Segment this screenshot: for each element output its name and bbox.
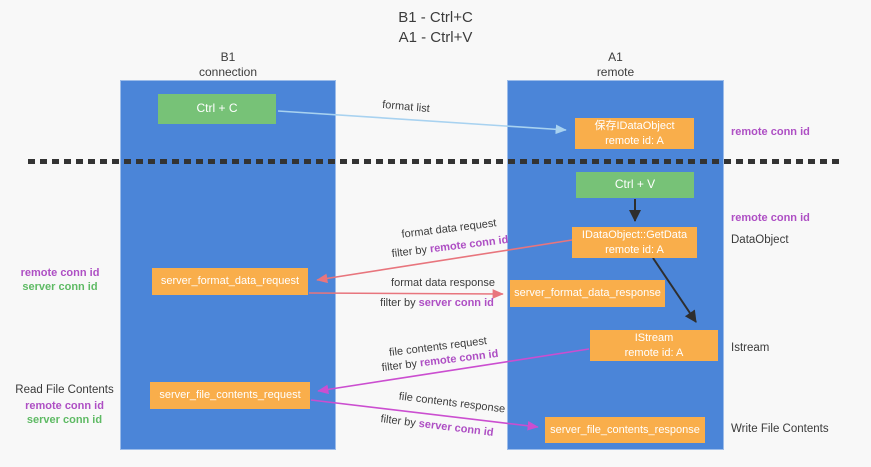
lane-header-b1: B1 connection [120, 50, 336, 80]
node-save-idataobject: 保存IDataObject remote id: A [575, 118, 694, 149]
node-ctrl-c: Ctrl + C [158, 94, 276, 124]
filter-by-text: filter by [391, 243, 428, 261]
diagram-title: B1 - Ctrl+C A1 - Ctrl+V [0, 8, 871, 49]
read-file-contents-label: Read File Contents [15, 384, 114, 396]
left-bottom-remote-conn-id: remote conn id [25, 400, 104, 412]
arrow-format-data-response [308, 289, 504, 299]
lane-a1-name: A1 [608, 50, 623, 64]
server-conn-id-text: server conn id [418, 297, 494, 309]
write-file-contents-label: Write File Contents [731, 423, 829, 435]
label-filter-by-server-conn-id-format: filter by server conn id [380, 297, 494, 309]
istream-label: Istream [731, 342, 770, 354]
node-server-format-data-response: server_format_data_response [510, 280, 665, 307]
lane-a1-role: remote [596, 65, 635, 79]
label-format-list: format list [381, 98, 431, 116]
remote-conn-id-text: remote conn id [429, 233, 509, 256]
label-filter-by-server-conn-id-file: filter by server conn id [380, 413, 494, 439]
node-ctrl-v-label: Ctrl + V [614, 177, 656, 192]
node-istream-line1: IStream [634, 332, 674, 345]
node-istream-line2: remote id: A [624, 346, 684, 359]
node-getdata-line2: remote id: A [605, 243, 664, 256]
lane-b1-name: B1 [220, 50, 236, 64]
left-server-conn-id: server conn id [22, 281, 98, 293]
filter-by-text: filter by [379, 413, 417, 430]
node-ctrl-c-label: Ctrl + C [196, 101, 238, 116]
right-remote-conn-id-top: remote conn id [731, 126, 810, 138]
filter-by-text: filter by [380, 297, 416, 309]
node-getdata-line1: IDataObject::GetData [581, 229, 688, 242]
title-line-2: A1 - Ctrl+V [398, 29, 473, 47]
filter-by-text: filter by [381, 357, 418, 375]
node-save-idataobject-line1: 保存IDataObject [594, 120, 675, 133]
node-format-request-label: server_format_data_request [160, 275, 300, 288]
left-remote-conn-id: remote conn id [20, 267, 100, 279]
session-divider [28, 159, 843, 164]
node-file-request-label: server_file_contents_request [159, 389, 301, 402]
dataobject-label: DataObject [731, 234, 789, 246]
left-bottom-conn-id-group: remote conn id server conn id [12, 399, 117, 427]
label-format-data-response: format data response [391, 277, 495, 289]
label-file-contents-response: file contents response [398, 390, 506, 416]
server-conn-id-text: server conn id [418, 417, 495, 439]
node-server-format-data-request: server_format_data_request [152, 268, 308, 295]
title-line-1: B1 - Ctrl+C [398, 9, 473, 26]
lane-header-a1: A1 remote [507, 50, 724, 80]
right-remote-conn-id-mid: remote conn id [731, 212, 810, 224]
node-server-file-contents-request: server_file_contents_request [150, 382, 310, 409]
left-conn-id-group: remote conn id server conn id [5, 266, 115, 294]
node-ctrl-v: Ctrl + V [576, 172, 694, 198]
node-idataobject-getdata: IDataObject::GetData remote id: A [572, 227, 697, 258]
node-file-response-label: server_file_contents_response [550, 423, 700, 436]
node-server-file-contents-response: server_file_contents_response [545, 417, 705, 443]
node-istream: IStream remote id: A [590, 330, 718, 361]
node-save-idataobject-line2: remote id: A [605, 134, 664, 147]
lane-b1-role: connection [198, 65, 258, 79]
left-bottom-server-conn-id: server conn id [26, 414, 103, 426]
node-format-response-label: server_format_data_response [514, 287, 661, 300]
